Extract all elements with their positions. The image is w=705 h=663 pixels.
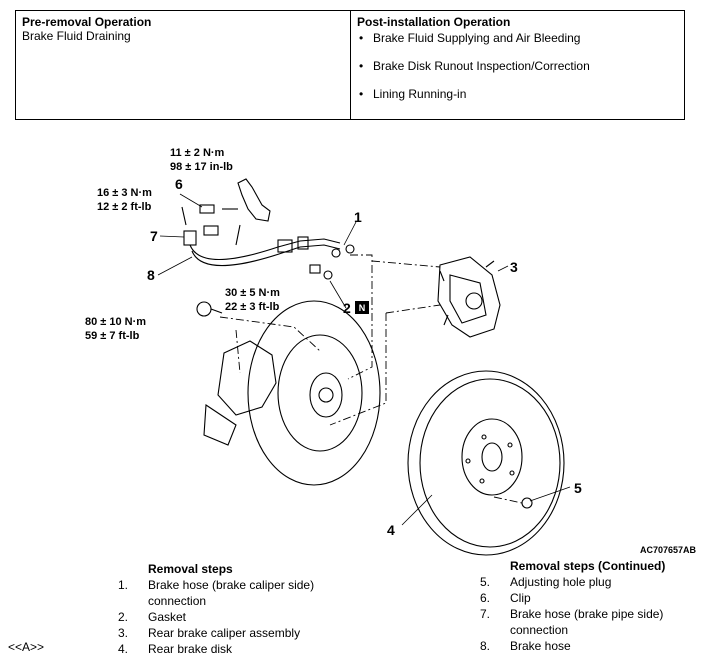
torque-spec-2-metric: 30 ± 5 N·m: [225, 287, 280, 299]
callout-4: 4: [387, 522, 395, 538]
step-number: 4.: [118, 642, 129, 656]
removal-steps: Removal steps 1. Brake hose (brake calip…: [118, 561, 358, 657]
reference-marker: <<A>>: [8, 640, 45, 654]
post-installation-item: Brake Disk Runout Inspection/Correction: [357, 59, 678, 73]
post-installation-header: Post-installation Operation: [357, 15, 511, 29]
new-part-badge: N: [359, 303, 366, 313]
post-installation-item: Lining Running-in: [357, 87, 678, 101]
callout-8: 8: [147, 267, 155, 283]
post-installation-column: Post-installation Operation Brake Fluid …: [351, 11, 684, 119]
step-number: 7.: [480, 607, 491, 621]
step-text: Rear brake disk: [148, 642, 233, 656]
pre-removal-column: Pre-removal Operation Brake Fluid Draini…: [16, 11, 351, 119]
step-number: 2.: [118, 610, 129, 624]
removal-step: 4. Rear brake disk: [118, 641, 358, 657]
rear-brake-disk: [407, 370, 565, 556]
pre-removal-item: Brake Fluid Draining: [22, 29, 131, 43]
rear-brake-caliper: [437, 256, 501, 338]
removal-step: 3. Rear brake caliper assembly: [118, 625, 358, 641]
figure-code: AC707657AB: [640, 545, 697, 555]
callout-7: 7: [150, 228, 158, 244]
backing-plate: [247, 300, 381, 486]
step-text: Gasket: [148, 610, 187, 624]
removal-steps-header: Removal steps: [148, 562, 233, 576]
removal-step: 8. Brake hose: [480, 638, 702, 654]
removal-step: 2. Gasket: [118, 609, 358, 625]
step-number: 8.: [480, 639, 491, 653]
exploded-diagram: N 1 2 3 4 5 6 7 8 11 ± 2 N·m 98 ± 17 in-…: [85, 147, 697, 556]
pre-removal-header: Pre-removal Operation: [22, 15, 152, 29]
gasket-2: [331, 248, 341, 258]
removal-steps-continued: Removal steps (Continued) 5. Adjusting h…: [480, 558, 702, 654]
removal-step: 1. Brake hose (brake caliper side) conne…: [118, 577, 358, 609]
callout-3: 3: [510, 259, 518, 275]
torque-spec-6-metric: 11 ± 2 N·m: [170, 147, 225, 159]
torque-spec-6-imperial: 98 ± 17 in-lb: [170, 161, 233, 173]
post-installation-list: Brake Fluid Supplying and Air Bleeding B…: [357, 31, 678, 101]
step-number: 1.: [118, 578, 129, 592]
torque-spec-2-imperial: 22 ± 3 ft-lb: [225, 301, 280, 313]
knuckle: [217, 340, 277, 416]
torque-spec-7-metric: 16 ± 3 N·m: [97, 187, 152, 199]
removal-step: 6. Clip: [480, 590, 702, 606]
bolt-6: [199, 204, 215, 214]
torque-spec-8-imperial: 59 ± 7 ft-lb: [85, 330, 140, 342]
hub: [309, 372, 343, 418]
caliper-mount-bolt: [196, 301, 212, 317]
hose-end-7: [183, 230, 197, 246]
step-number: 5.: [480, 575, 491, 589]
step-text: Adjusting hole plug: [510, 575, 612, 589]
callout-6: 6: [175, 176, 183, 192]
brake-pipe-bracket: [237, 178, 271, 222]
torque-spec-8-metric: 80 ± 10 N·m: [85, 316, 146, 328]
bolt-1: [309, 264, 321, 274]
removal-step: 5. Adjusting hole plug: [480, 574, 702, 590]
removal-step: 7. Brake hose (brake pipe side) connecti…: [480, 606, 702, 638]
callout-1: 1: [354, 209, 362, 225]
torque-spec-7-imperial: 12 ± 2 ft-lb: [97, 201, 152, 213]
step-text: Brake hose (brake pipe side) connection: [510, 607, 664, 637]
step-number: 3.: [118, 626, 129, 640]
step-number: 6.: [480, 591, 491, 605]
callout-5: 5: [574, 480, 582, 496]
step-text: Brake hose: [510, 639, 571, 653]
callout-2: 2: [343, 300, 351, 316]
post-installation-item: Brake Fluid Supplying and Air Bleeding: [357, 31, 678, 45]
step-text: Brake hose (brake caliper side) connecti…: [148, 578, 315, 608]
clip-6: [203, 225, 219, 236]
brake-hose-8: [189, 238, 341, 260]
step-text: Clip: [510, 591, 531, 605]
operation-table: Pre-removal Operation Brake Fluid Draini…: [15, 10, 685, 120]
adjusting-hole-plug: [521, 497, 533, 509]
step-text: Rear brake caliper assembly: [148, 626, 301, 640]
removal-steps-continued-header: Removal steps (Continued): [510, 559, 666, 573]
